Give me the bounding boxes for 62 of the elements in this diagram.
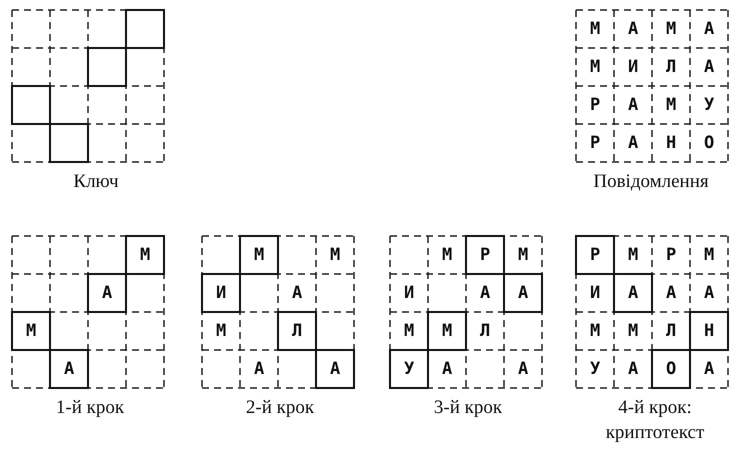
grid-letter: М xyxy=(26,322,36,340)
grid-letter: А xyxy=(64,360,74,378)
caption: 1-й крок xyxy=(54,396,126,420)
grid-letter: А xyxy=(704,58,714,76)
caption: 4-й крок: криптотекст xyxy=(604,396,706,445)
grid-letter: Р xyxy=(480,246,490,264)
grid-letter: М xyxy=(404,322,414,340)
grid-letter: Л xyxy=(666,58,676,76)
grid-letter: О xyxy=(704,134,714,152)
grid-letter: А xyxy=(102,284,112,302)
grid-letter: Р xyxy=(666,246,676,264)
grid-letter: А xyxy=(628,134,638,152)
grid-letter: А xyxy=(628,360,638,378)
grid-letter: М xyxy=(254,246,264,264)
grid-letter: А xyxy=(628,96,638,114)
grid-letter: М xyxy=(590,58,600,76)
grid-letter: И xyxy=(404,284,414,302)
grid-letter: У xyxy=(704,96,714,114)
grid-letter: Р xyxy=(590,246,600,264)
grid-letter: А xyxy=(704,360,714,378)
grid-letter: М xyxy=(590,20,600,38)
grid-letter: Н xyxy=(666,134,676,152)
grid-letter: А xyxy=(704,20,714,38)
grid-letter: А xyxy=(704,284,714,302)
grid-letter: М xyxy=(666,20,676,38)
grid-letter: М xyxy=(628,246,638,264)
grid-letter: Л xyxy=(480,322,490,340)
grid-letter: М xyxy=(140,246,150,264)
grid-letter: Н xyxy=(704,322,714,340)
grid-letter: А xyxy=(518,360,528,378)
grid-letter: А xyxy=(480,284,490,302)
grid-letter: М xyxy=(216,322,226,340)
grid-letter: А xyxy=(628,20,638,38)
grid-letter: А xyxy=(292,284,302,302)
grid-letter: Р xyxy=(590,96,600,114)
grid-letter: А xyxy=(442,360,452,378)
grid-letter: О xyxy=(666,360,676,378)
grid-letter: М xyxy=(590,322,600,340)
caption: 2-й крок xyxy=(244,396,316,420)
grid-letter: М xyxy=(704,246,714,264)
grid-letter: И xyxy=(590,284,600,302)
grid-letter: А xyxy=(518,284,528,302)
caption: 3-й крок xyxy=(432,396,504,420)
grid-letter: У xyxy=(404,360,414,378)
grid-letter: М xyxy=(442,322,452,340)
grid-letter: М xyxy=(628,322,638,340)
grid-letter: Р xyxy=(590,134,600,152)
caption: Ключ xyxy=(72,170,120,194)
grid-letter: Л xyxy=(292,322,302,340)
grid-letter: А xyxy=(330,360,340,378)
grid-letter: И xyxy=(216,284,226,302)
grid-letter: М xyxy=(330,246,340,264)
grid-letter: А xyxy=(254,360,264,378)
grid-letter: А xyxy=(628,284,638,302)
grid-letter: М xyxy=(442,246,452,264)
grid-letter: У xyxy=(590,360,600,378)
grid-letter: И xyxy=(628,58,638,76)
grid-letter: М xyxy=(518,246,528,264)
grid-letter: М xyxy=(666,96,676,114)
grid-letter: Л xyxy=(666,322,676,340)
caption: Повідомлення xyxy=(592,170,710,194)
grid-letter: А xyxy=(666,284,676,302)
